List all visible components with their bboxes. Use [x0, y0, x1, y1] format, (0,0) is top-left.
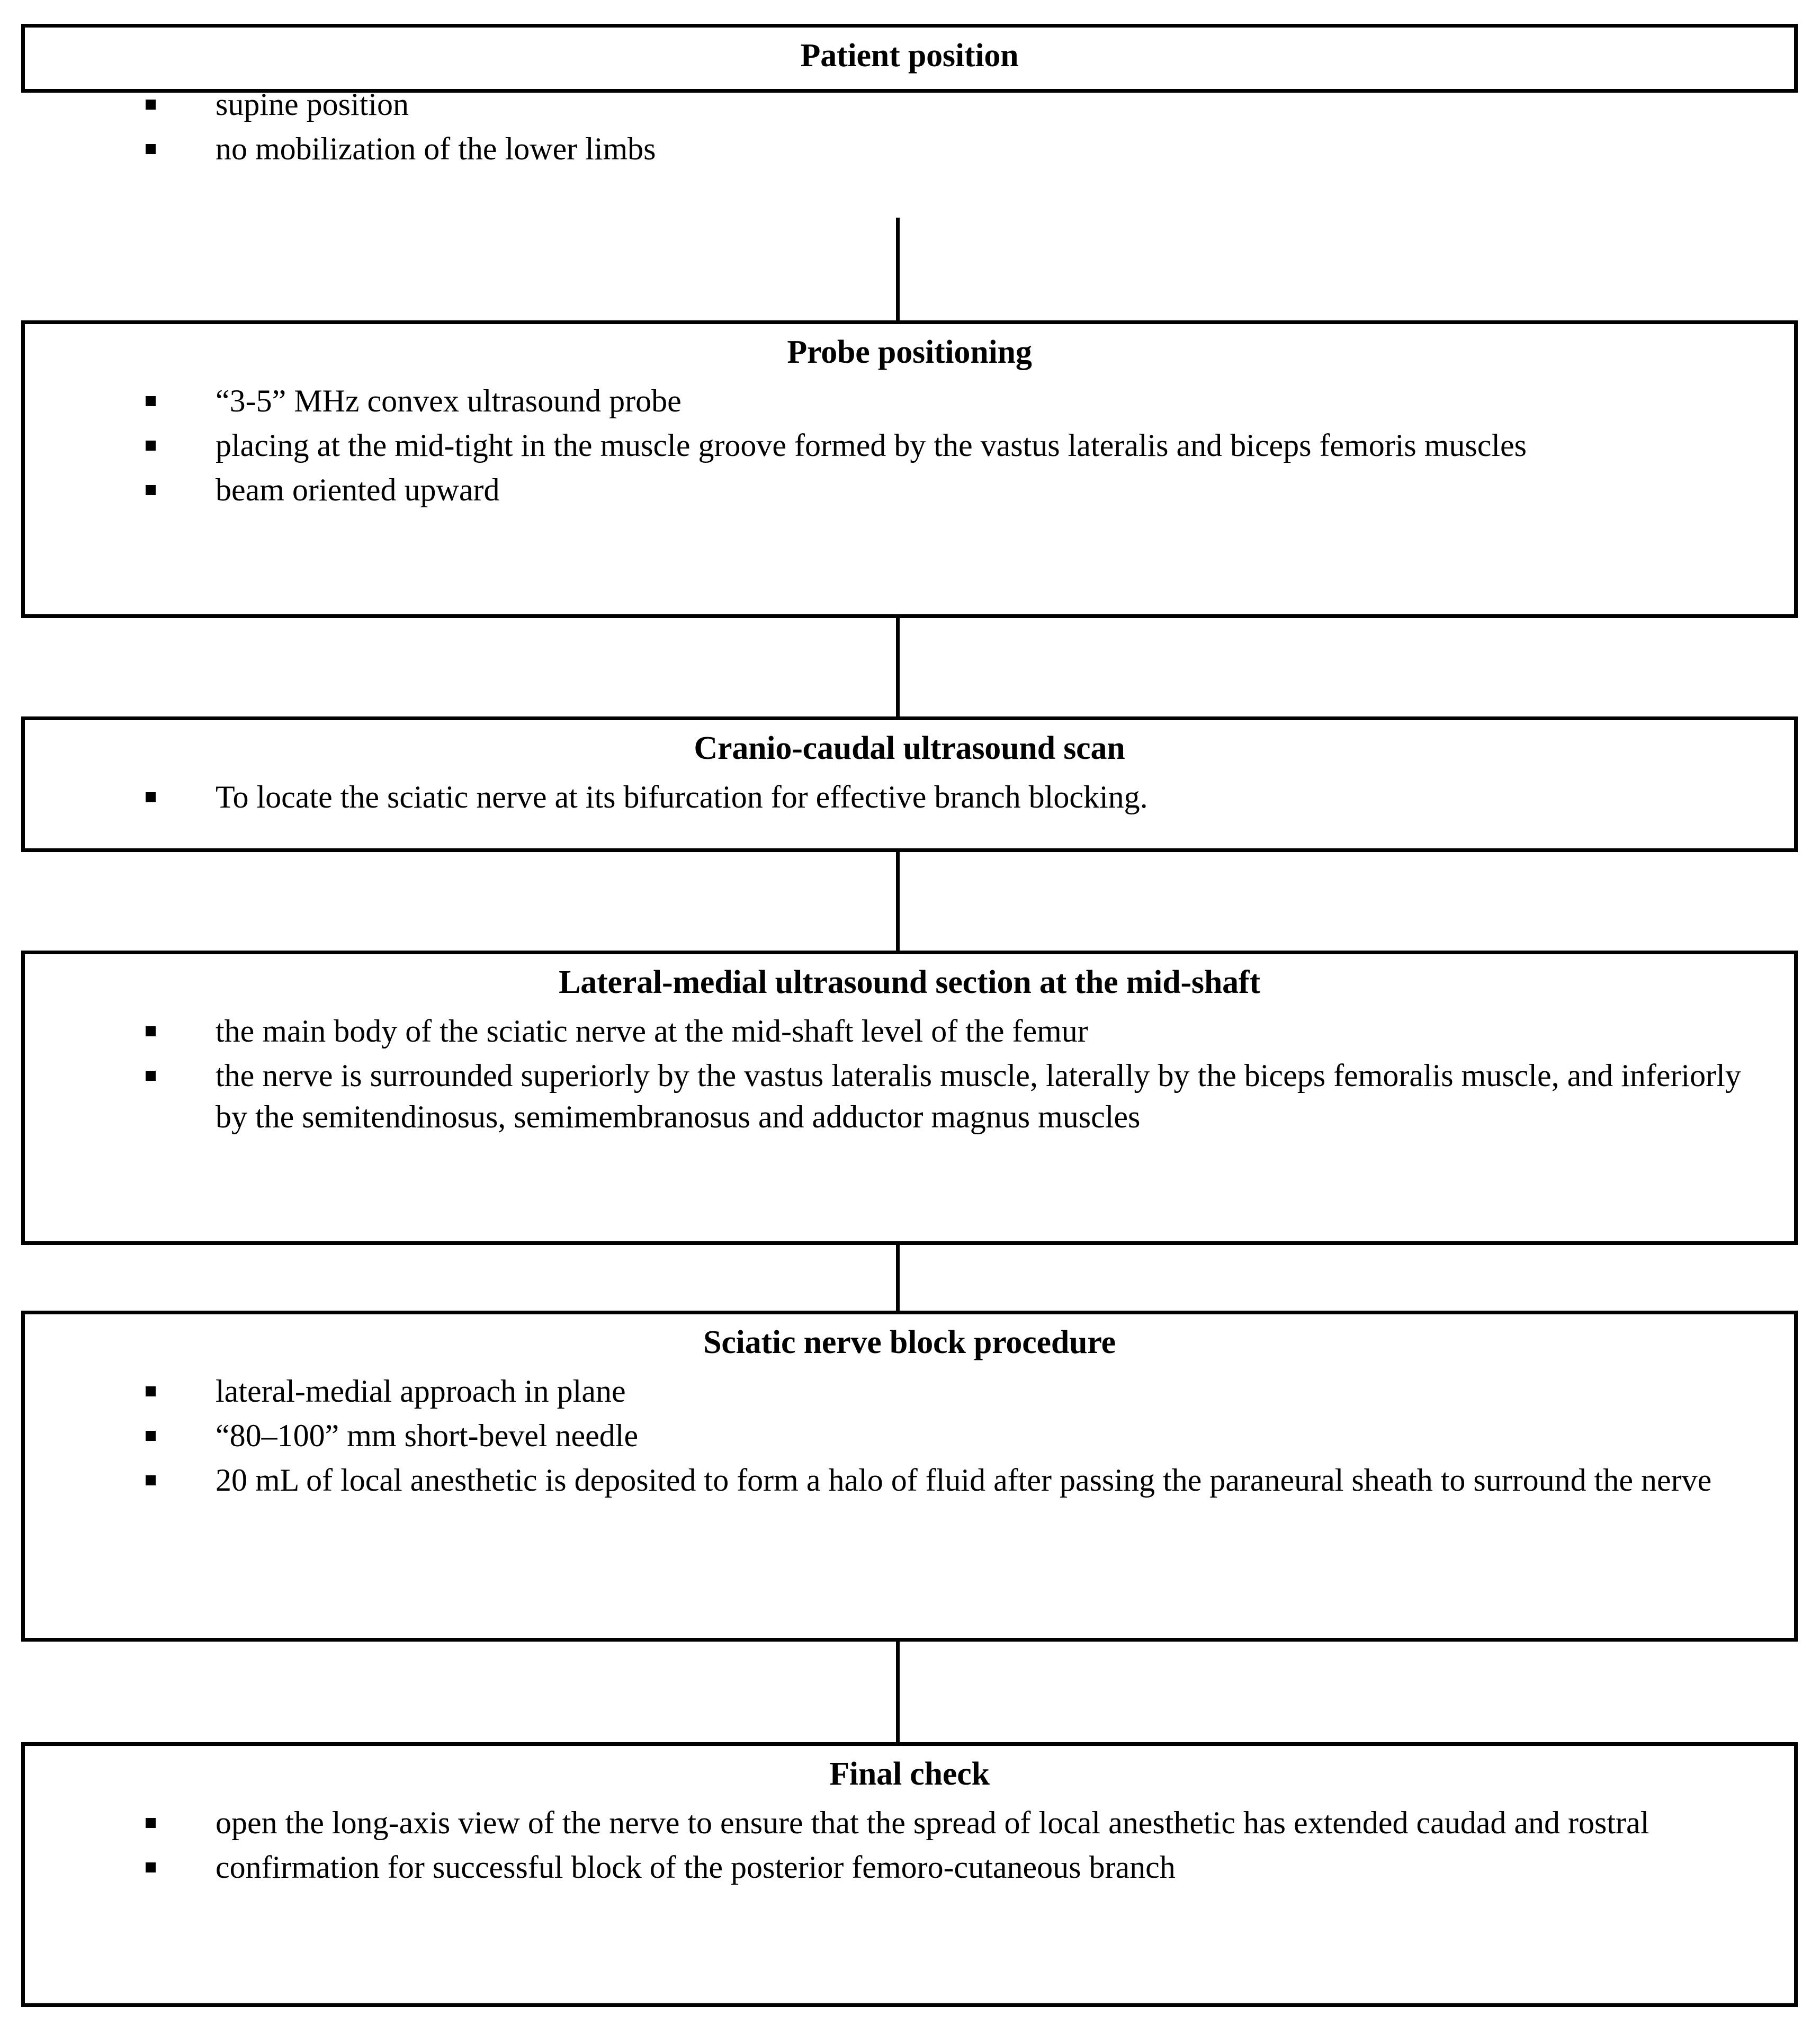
list-item: To locate the sciatic nerve at its bifur…: [25, 776, 1757, 818]
list-item-text: the main body of the sciatic nerve at th…: [216, 1013, 1088, 1049]
list-item-text: placing at the mid-tight in the muscle g…: [216, 427, 1527, 463]
bullet-square-icon: [146, 1430, 156, 1441]
list-item: confirmation for successful block of the…: [25, 1847, 1757, 1888]
step-box-sciatic-nerve-block-procedure: Sciatic nerve block procedure lateral-me…: [21, 1311, 1798, 1642]
list-item: placing at the mid-tight in the muscle g…: [25, 425, 1757, 466]
list-item-text: confirmation for successful block of the…: [216, 1849, 1176, 1885]
list-item-text: no mobilization of the lower limbs: [216, 131, 656, 166]
list-item: 20 mL of local anesthetic is deposited t…: [25, 1459, 1757, 1501]
step-box-final-check: Final check open the long-axis view of t…: [21, 1742, 1798, 2007]
step-bullet-list: lateral-medial approach in plane “80–100…: [25, 1370, 1794, 1501]
step-title: Patient position: [800, 38, 1019, 74]
list-item: “3-5” MHz convex ultrasound probe: [25, 380, 1757, 422]
step-title: Sciatic nerve block procedure: [703, 1324, 1116, 1360]
list-item: the main body of the sciatic nerve at th…: [25, 1010, 1757, 1052]
bullet-square-icon: [146, 440, 156, 451]
connector-line-5: [896, 1642, 900, 1742]
list-item: lateral-medial approach in plane: [25, 1370, 1757, 1412]
step-bullet-list: “3-5” MHz convex ultrasound probe placin…: [25, 380, 1794, 510]
bullet-square-icon: [146, 1070, 156, 1081]
list-item: supine position: [25, 84, 1757, 125]
bullet-square-icon: [146, 99, 156, 110]
bullet-square-icon: [146, 485, 156, 495]
list-item-text: open the long-axis view of the nerve to …: [216, 1805, 1649, 1840]
step-title: Final check: [829, 1756, 990, 1792]
list-item-text: lateral-medial approach in plane: [216, 1373, 626, 1409]
list-item-text: the nerve is surrounded superiorly by th…: [216, 1058, 1741, 1134]
step-bullet-list: open the long-axis view of the nerve to …: [25, 1802, 1794, 1888]
step-title: Lateral-medial ultrasound section at the…: [559, 964, 1260, 1000]
bullet-square-icon: [146, 144, 156, 154]
list-item-text: 20 mL of local anesthetic is deposited t…: [216, 1462, 1712, 1498]
step-bullet-list: To locate the sciatic nerve at its bifur…: [25, 776, 1794, 818]
bullet-square-icon: [146, 1862, 156, 1872]
step-title: Probe positioning: [787, 334, 1032, 370]
connector-line-3: [896, 852, 900, 951]
list-item: the nerve is surrounded superiorly by th…: [25, 1055, 1757, 1137]
list-item-text: supine position: [216, 86, 409, 122]
step-box-probe-positioning: Probe positioning “3-5” MHz convex ultra…: [21, 320, 1798, 618]
list-item: open the long-axis view of the nerve to …: [25, 1802, 1757, 1843]
connector-line-1: [896, 218, 900, 320]
step-bullet-list: the main body of the sciatic nerve at th…: [25, 1010, 1794, 1137]
list-item: beam oriented upward: [25, 469, 1757, 510]
connector-line-2: [896, 618, 900, 716]
bullet-square-icon: [146, 1817, 156, 1828]
list-item-text: To locate the sciatic nerve at its bifur…: [216, 779, 1148, 814]
list-item-text: “80–100” mm short-bevel needle: [216, 1418, 639, 1453]
step-box-cranio-caudal-ultrasound-scan: Cranio-caudal ultrasound scan To locate …: [21, 716, 1798, 852]
step-title: Cranio-caudal ultrasound scan: [694, 730, 1125, 766]
connector-line-4: [896, 1245, 900, 1311]
list-item-text: beam oriented upward: [216, 472, 500, 507]
step-bullet-list: supine position no mobilization of the l…: [25, 84, 1794, 169]
bullet-square-icon: [146, 1026, 156, 1036]
step-box-lateral-medial-ultrasound-section: Lateral-medial ultrasound section at the…: [21, 951, 1798, 1245]
bullet-square-icon: [146, 1386, 156, 1396]
step-box-patient-position: Patient position supine position no mobi…: [21, 24, 1798, 166]
list-item: “80–100” mm short-bevel needle: [25, 1415, 1757, 1456]
bullet-square-icon: [146, 1475, 156, 1485]
list-item-text: “3-5” MHz convex ultrasound probe: [216, 383, 682, 418]
list-item: no mobilization of the lower limbs: [25, 128, 1757, 169]
bullet-square-icon: [146, 792, 156, 802]
bullet-square-icon: [146, 396, 156, 406]
